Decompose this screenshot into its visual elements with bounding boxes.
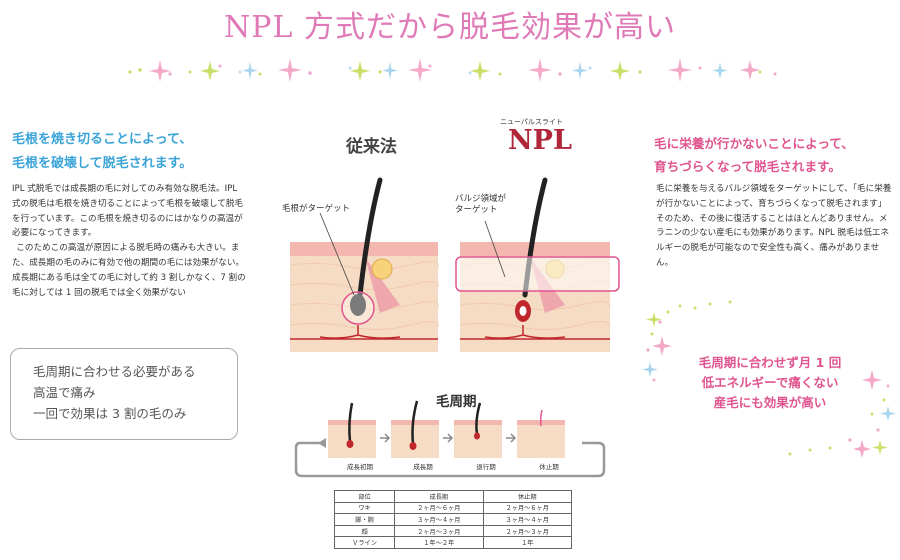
cycle-arrow-icon bbox=[318, 438, 326, 448]
npl-target-line-2: ターゲット bbox=[455, 205, 498, 215]
left-heading-line-2: 毛根を破壊して脱毛されます。 bbox=[12, 156, 193, 171]
table-header: 成長期 bbox=[394, 490, 484, 503]
table-header: 部位 bbox=[333, 490, 396, 503]
page-title: NPL 方式だから脱毛効果が高い bbox=[224, 10, 676, 45]
npl-benefit-3: 産毛にも効果が高い bbox=[713, 395, 827, 410]
sparkle-arc bbox=[642, 300, 896, 458]
cycle-stage-anagen: 成長期 bbox=[413, 463, 433, 471]
table-cell: 顔 bbox=[333, 524, 396, 538]
npl-benefit-2: 低エネルギーで痛くない bbox=[701, 375, 839, 390]
table-cell: ３ヶ月～４ヶ月 bbox=[394, 513, 484, 526]
cycle-stage-telogen: 休止期 bbox=[539, 463, 559, 471]
left-body: IPL 式脱毛では成長期の毛に対してのみ有効な脱毛法。IPL 式の脱毛は毛根を焼… bbox=[12, 182, 247, 300]
ipl-summary-box: 毛周期に合わせる必要がある 高温で痛み 一回で効果は 3 割の毛のみ bbox=[10, 348, 238, 440]
sparkle-divider bbox=[128, 58, 777, 82]
table-cell: １年 bbox=[482, 536, 573, 549]
table-row: 脚・腕 ３ヶ月～４ヶ月 ３ヶ月～４ヶ月 bbox=[333, 513, 573, 526]
table-cell: ３ヶ月～４ヶ月 bbox=[482, 513, 573, 526]
table-header-row: 部位 成長期 休止期 bbox=[333, 490, 573, 503]
npl-reading: ニューパルスライト bbox=[500, 118, 563, 126]
arrow-right-icon bbox=[380, 433, 391, 443]
cycle-stage-early-anagen: 成長初期 bbox=[347, 463, 373, 471]
table-cell: ワキ bbox=[333, 501, 396, 515]
hair-cycle-diagram bbox=[294, 400, 606, 478]
npl-skin-diagram bbox=[455, 177, 620, 352]
table-cell: ２ヶ月～３ヶ月 bbox=[394, 524, 484, 538]
table-cell: ２ヶ月～６ヶ月 bbox=[394, 501, 484, 515]
npl-benefits: 毛周期に合わせず月 1 回 低エネルギーで痛くない 産毛にも効果が高い bbox=[670, 353, 870, 413]
right-heading-line-1: 毛に栄養が行かないことによって、 bbox=[654, 136, 854, 151]
right-body: 毛に栄養を与えるバルジ領域をターゲットにして、「毛に栄養が行かないことによって、… bbox=[656, 184, 892, 268]
table-row: Ｖライン １年～２年 １年 bbox=[333, 536, 573, 549]
npl-benefit-1: 毛周期に合わせず月 1 回 bbox=[698, 355, 842, 370]
npl-target-line-1: バルジ領域が bbox=[455, 194, 507, 204]
hair-cycle-title: 毛周期 bbox=[436, 394, 477, 410]
table-cell: Ｖライン bbox=[333, 536, 396, 549]
npl-label: NPL bbox=[508, 125, 572, 156]
table-header: 休止期 bbox=[482, 490, 573, 503]
left-body-paragraph-1: IPL 式脱毛では成長期の毛に対してのみ有効な脱毛法。IPL 式の脱毛は毛根を焼… bbox=[12, 184, 244, 239]
right-heading: 毛に栄養が行かないことによって、 育ちづらくなって脱毛されます。 bbox=[654, 132, 894, 178]
left-heading: 毛根を焼き切ることによって、 毛根を破壊して脱毛されます。 bbox=[12, 128, 252, 176]
hair-cycle-table: 部位 成長期 休止期 ワキ ２ヶ月～６ヶ月 ２ヶ月～６ヶ月 脚・腕 ３ヶ月～４ヶ… bbox=[333, 490, 573, 549]
table-row: 顔 ２ヶ月～３ヶ月 ２ヶ月～３ヶ月 bbox=[333, 524, 573, 538]
conventional-target-label: 毛根がターゲット bbox=[282, 204, 351, 214]
conventional-skin-diagram bbox=[289, 177, 439, 352]
right-heading-line-2: 育ちづらくなって脱毛されます。 bbox=[654, 159, 842, 174]
table-row: ワキ ２ヶ月～６ヶ月 ２ヶ月～６ヶ月 bbox=[333, 501, 573, 515]
conventional-method-label: 従来法 bbox=[346, 137, 397, 157]
left-heading-line-1: 毛根を焼き切ることによって、 bbox=[12, 132, 193, 147]
table-cell: ２ヶ月～３ヶ月 bbox=[482, 524, 573, 538]
table-cell: ２ヶ月～６ヶ月 bbox=[482, 501, 573, 515]
table-cell: １年～２年 bbox=[394, 536, 484, 549]
left-body-paragraph-2: このためこの高温が原因による脱毛時の痛みも大きい。また、成長期の毛のみに有効で他… bbox=[12, 243, 246, 298]
cycle-stage-catagen: 退行期 bbox=[476, 463, 496, 471]
ipl-summary-line-1: 毛周期に合わせる必要がある bbox=[33, 364, 196, 379]
ipl-summary-line-3: 一回で効果は 3 割の毛のみ bbox=[33, 406, 187, 421]
arrow-right-icon bbox=[506, 433, 517, 443]
arrow-right-icon bbox=[443, 433, 454, 443]
npl-target-label: バルジ領域が ターゲット bbox=[455, 194, 535, 216]
table-cell: 脚・腕 bbox=[333, 513, 396, 526]
ipl-summary-line-2: 高温で痛み bbox=[33, 385, 96, 400]
